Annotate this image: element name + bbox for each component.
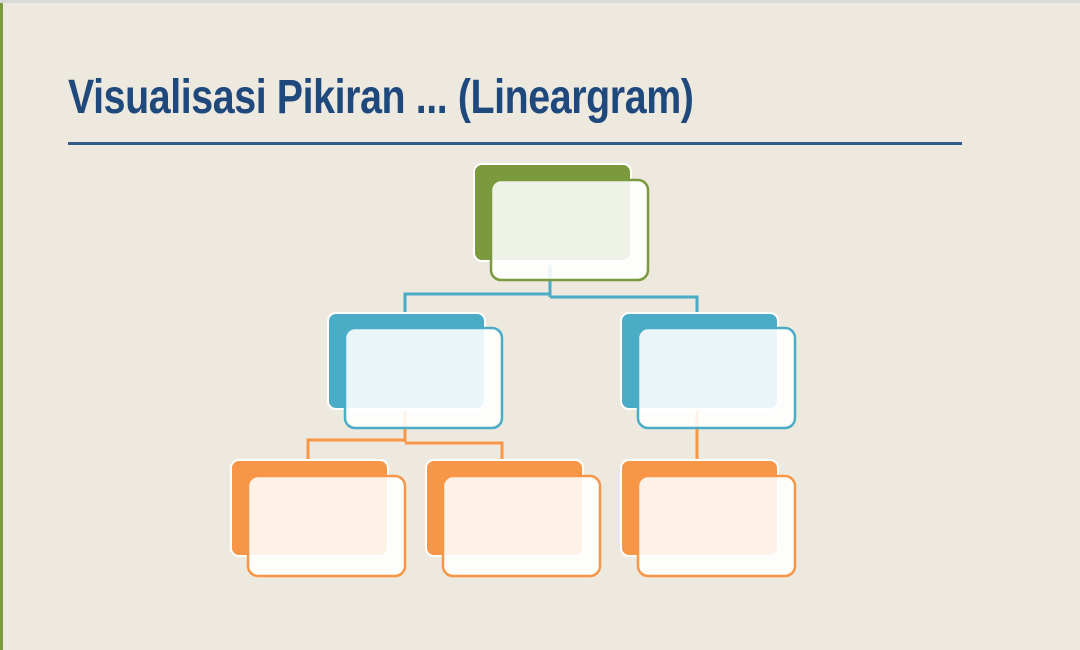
- node-child-right: [620, 312, 797, 430]
- left-accent-bar: [0, 3, 3, 650]
- node-leaf-3-front: [636, 474, 797, 578]
- hierarchy-diagram: [230, 163, 797, 578]
- node-child-left-front: [343, 326, 504, 430]
- node-leaf-1-front: [246, 474, 407, 578]
- node-root: [473, 163, 650, 282]
- node-leaf-2: [425, 459, 602, 578]
- node-leaf-3: [620, 459, 797, 578]
- node-child-right-front: [636, 326, 797, 430]
- title-underline: [68, 142, 962, 145]
- node-child-left: [327, 312, 504, 430]
- node-root-front: [489, 178, 650, 282]
- slide-title: Visualisasi Pikiran ... (Lineargram): [68, 71, 694, 124]
- node-leaf-2-front: [441, 474, 602, 578]
- node-leaf-1: [230, 459, 407, 578]
